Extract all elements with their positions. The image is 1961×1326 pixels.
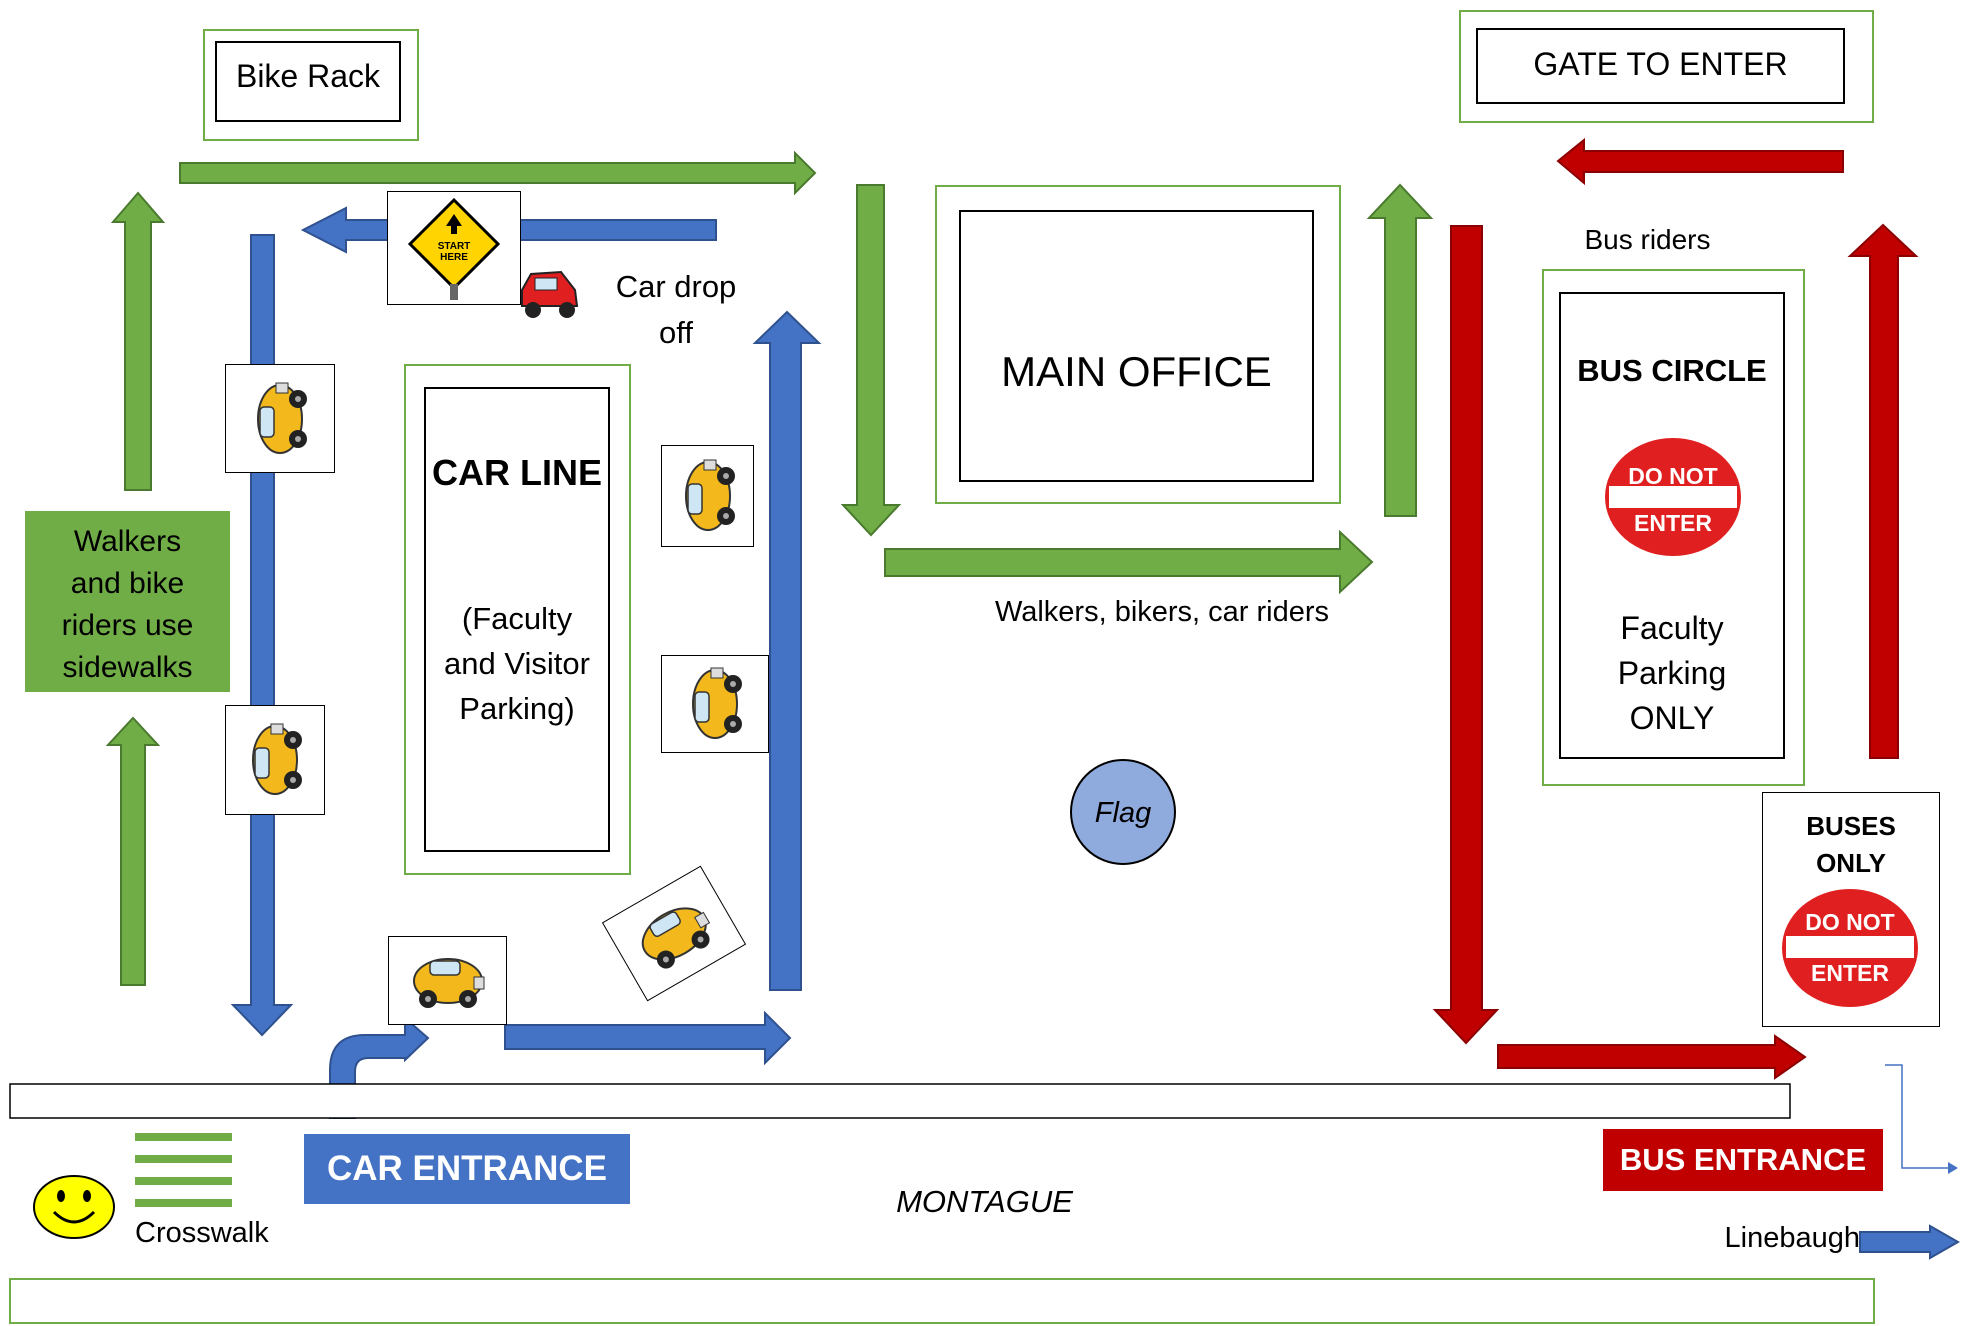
crosswalk-icon [135,1133,232,1207]
car-line-subtitle: (Faculty and Visitor Parking) [444,601,590,726]
do-not-label-bus-circle: DO NOT [1628,463,1718,489]
gate-to-enter-label: GATE TO ENTER [1533,46,1788,82]
smiley-icon [33,1175,115,1239]
flag-label: Flag [1094,797,1152,829]
car-line-box [424,387,610,852]
car-arrow-up-right [752,310,822,991]
start-here-label: START HERE [437,241,471,263]
walkers-sidewalks-box [25,511,230,692]
enter-label-buses-only: ENTER [1811,960,1889,986]
walker-arrow-up-right [1366,183,1434,517]
walkers-sidewalks-label: Walkers and bike riders use sidewalks [61,525,194,684]
taxi-icon-2 [225,705,325,815]
montague-road-edge [9,1083,1791,1119]
bus-entrance-label: BUS ENTRANCE [1603,1129,1883,1191]
bike-rack-box [215,41,401,122]
car-entrance-label: CAR ENTRANCE [304,1134,630,1204]
walker-arrow-right-center [884,529,1374,595]
taxi-icon-1 [225,364,335,473]
taxi-icon-3 [661,445,754,547]
do-not-enter-icon-buses-only [1781,888,1919,1008]
walker-arrow-top-right [179,150,817,196]
linebaugh-label: Linebaugh [1724,1222,1860,1254]
bike-rack-label: Bike Rack [235,58,381,94]
taxi-icon-6 [388,936,507,1025]
car-arrow-linebaugh [1859,1224,1961,1260]
bus-exit-thin-arrowhead [1948,1162,1958,1174]
start-here-sign-icon [407,197,501,300]
car-arrow-right-bottom [504,1010,792,1066]
car-arrow-down-left [230,234,294,1037]
bus-arrow-up-red [1847,223,1919,759]
walker-arrow-down-center [840,184,902,537]
start-here-sign-box [387,191,521,305]
bus-circle-title: BUS CIRCLE [1577,353,1767,388]
main-office-label: MAIN OFFICE [1001,348,1272,395]
do-not-enter-icon [1604,437,1742,557]
bus-arrow-down-red [1432,225,1500,1045]
main-office-box [959,210,1314,482]
faculty-parking-only-label: Faculty Parking ONLY [1617,610,1727,736]
bus-exit-thin-line [1885,1064,1948,1169]
car-line-title: CAR LINE [432,452,602,493]
bottom-sidewalk [9,1278,1875,1324]
bus-arrow-right-red [1497,1034,1807,1080]
flag-circle [1070,759,1176,865]
bus-arrow-left-top [1556,137,1844,186]
walkers-bikers-car-riders-label: Walkers, bikers, car riders [994,596,1330,628]
do-not-label-buses-only: DO NOT [1805,909,1895,935]
buses-only-label: BUSES ONLY [1806,811,1896,878]
walker-arrow-left-up-top [110,191,166,491]
bus-riders-label: Bus riders [1584,224,1711,255]
montague-label: MONTAGUE [896,1184,1073,1219]
taxi-icon-4 [661,655,769,753]
car-drop-off-label: Car drop off [615,269,737,350]
crosswalk-label: Crosswalk [135,1217,269,1249]
red-car-icon [521,270,579,318]
gate-box [1476,28,1845,104]
enter-label-bus-circle: ENTER [1634,510,1712,536]
walker-arrow-left-up-bottom [105,716,161,986]
